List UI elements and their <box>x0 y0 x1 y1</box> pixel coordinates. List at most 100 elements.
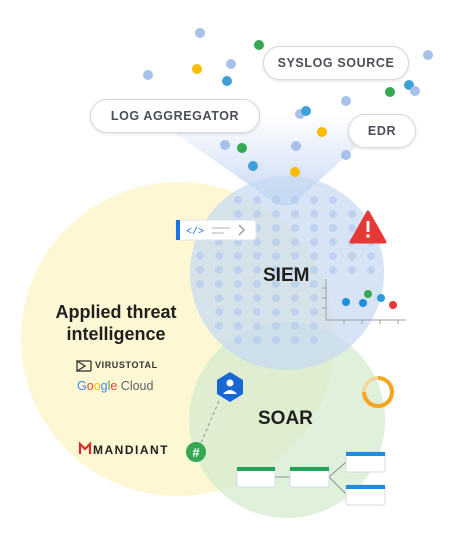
data-dot <box>226 59 236 69</box>
log-aggregator-label: LOG AGGREGATOR <box>110 109 240 123</box>
syslog-source-pill: SYSLOG SOURCE <box>263 46 409 80</box>
grid-dot <box>329 252 337 260</box>
data-dot <box>195 28 205 38</box>
data-dot <box>385 87 395 97</box>
grid-dot <box>291 210 299 218</box>
grid-dot <box>253 280 261 288</box>
workflow-card <box>236 466 276 488</box>
threat-intel-label: Applied threat intelligence <box>40 301 192 345</box>
grid-dot <box>253 336 261 344</box>
siem-dot-grid <box>196 196 375 344</box>
mini-scatter-plot <box>322 279 406 324</box>
data-dots <box>143 28 433 177</box>
grid-dot <box>310 336 318 344</box>
dashed-connector <box>199 400 220 446</box>
grid-dot <box>234 322 242 330</box>
grid-dot <box>291 308 299 316</box>
soar-label: SOAR <box>258 408 313 429</box>
grid-dot <box>215 322 223 330</box>
grid-dot <box>234 308 242 316</box>
grid-dot <box>272 322 280 330</box>
grid-dot <box>291 322 299 330</box>
mandiant-logo-icon <box>78 441 92 454</box>
grid-dot <box>272 210 280 218</box>
data-dot <box>254 40 264 50</box>
chevron-right-icon <box>238 224 246 236</box>
grid-dot <box>215 266 223 274</box>
data-dot <box>341 96 351 106</box>
data-dot <box>341 150 351 160</box>
grid-dot <box>291 336 299 344</box>
grid-dot <box>291 294 299 302</box>
grid-dot <box>234 266 242 274</box>
grid-dot <box>272 224 280 232</box>
data-dot <box>237 143 247 153</box>
data-dot <box>220 140 230 150</box>
workflow-diagram <box>236 451 386 506</box>
grid-dot <box>310 224 318 232</box>
hashtag-channel-icon: # <box>186 442 206 462</box>
data-dot <box>317 127 327 137</box>
grid-dot <box>291 224 299 232</box>
code-icon: </> <box>186 226 204 238</box>
code-snippet-card: </> <box>175 219 257 241</box>
grid-dot <box>234 294 242 302</box>
grid-dot <box>310 196 318 204</box>
grid-dot <box>310 252 318 260</box>
data-dot <box>222 76 232 86</box>
grid-dot <box>272 336 280 344</box>
grid-dot <box>253 252 261 260</box>
google-cloud-logo: Google Cloud <box>77 379 154 393</box>
grid-dot <box>348 266 356 274</box>
grid-dot <box>329 196 337 204</box>
grid-dot <box>234 336 242 344</box>
data-dot <box>291 141 301 151</box>
grid-dot <box>215 252 223 260</box>
workflow-card <box>289 466 330 488</box>
grid-dot <box>310 322 318 330</box>
grid-dot <box>310 294 318 302</box>
grid-dot <box>348 224 356 232</box>
grid-dot <box>272 238 280 246</box>
grid-dot <box>272 308 280 316</box>
alert-warning-icon <box>349 210 387 244</box>
grid-dot <box>253 322 261 330</box>
syslog-source-label: SYSLOG SOURCE <box>277 56 395 70</box>
grid-dot <box>215 294 223 302</box>
grid-dot <box>234 210 242 218</box>
data-dot <box>290 167 300 177</box>
grid-dot <box>367 266 375 274</box>
grid-dot <box>196 266 204 274</box>
log-aggregator-pill: LOG AGGREGATOR <box>90 99 260 133</box>
grid-dot <box>234 252 242 260</box>
threat-intel-line1: Applied threat <box>55 302 177 322</box>
siem-label: SIEM <box>263 265 310 286</box>
data-dot <box>192 64 202 74</box>
grid-dot <box>253 294 261 302</box>
grid-dot <box>272 294 280 302</box>
user-shield-icon <box>217 372 243 402</box>
data-dot <box>410 86 420 96</box>
edr-label: EDR <box>367 124 397 138</box>
grid-dot <box>329 224 337 232</box>
svg-text:#: # <box>192 445 200 460</box>
data-dot <box>143 70 153 80</box>
grid-dot <box>291 280 299 288</box>
grid-dot <box>329 238 337 246</box>
grid-dot <box>291 196 299 204</box>
grid-dot <box>329 210 337 218</box>
data-funnel <box>145 112 395 205</box>
grid-dot <box>310 280 318 288</box>
grid-dot <box>253 196 261 204</box>
data-dot <box>423 50 433 60</box>
grid-dot <box>196 280 204 288</box>
threat-intel-line2: intelligence <box>66 324 166 344</box>
grid-dot <box>310 210 318 218</box>
grid-dot <box>253 210 261 218</box>
grid-dot <box>215 280 223 288</box>
virustotal-logo-icon <box>76 359 92 373</box>
grid-dot <box>291 252 299 260</box>
edr-pill: EDR <box>348 114 416 148</box>
grid-dot <box>215 308 223 316</box>
